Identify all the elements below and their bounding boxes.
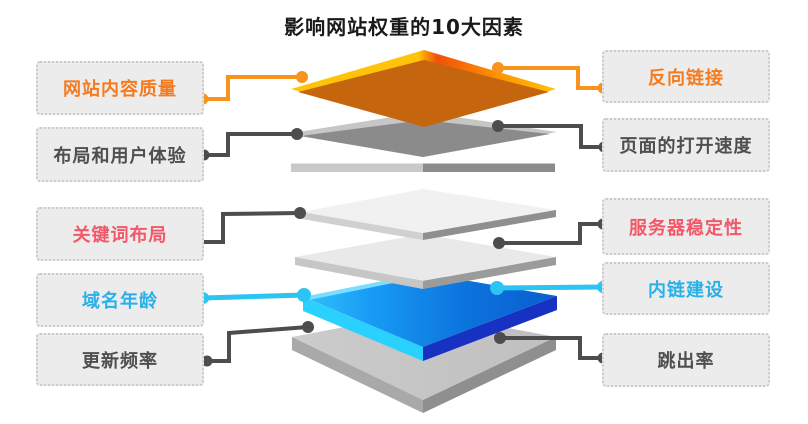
factor-update-frequency: 更新频率 bbox=[36, 333, 204, 386]
dot-layer-page-speed bbox=[492, 120, 504, 132]
blue-layer-edge-right bbox=[423, 296, 557, 361]
factor-bounce-rate-label: 跳出率 bbox=[657, 351, 715, 372]
layer-thin-bar bbox=[291, 163, 555, 172]
white-lower-edge-right bbox=[423, 257, 556, 289]
dot-layer-keyword-layout bbox=[294, 207, 306, 219]
factor-domain-age: 域名年龄 bbox=[36, 273, 204, 327]
dot-box-update-frequency bbox=[201, 355, 213, 367]
page-title: 影响网站权重的10大因素 bbox=[284, 15, 524, 39]
white-upper-edge-left bbox=[302, 212, 423, 240]
factor-bounce-rate: 跳出率 bbox=[602, 333, 770, 387]
factor-content-quality: 网站内容质量 bbox=[36, 61, 204, 115]
dot-layer-bounce-rate bbox=[494, 332, 506, 344]
connector-backlinks bbox=[498, 66, 603, 90]
blue-layer-edge-left bbox=[303, 297, 423, 361]
dot-layer-server-stability bbox=[493, 237, 505, 249]
base-plate-edge-right bbox=[423, 337, 556, 413]
base-plate-edge-left bbox=[292, 337, 423, 413]
dot-layer-layout-ux bbox=[291, 128, 303, 140]
white-lower-edge-left bbox=[295, 257, 423, 289]
factor-backlinks-label: 反向链接 bbox=[648, 67, 724, 89]
dot-layer-domain-age bbox=[297, 288, 311, 302]
white-lower-face bbox=[295, 234, 556, 281]
factor-internal-links: 内链建设 bbox=[602, 262, 770, 315]
dot-layer-update-frequency bbox=[302, 321, 314, 333]
factor-update-frequency-label: 更新频率 bbox=[82, 350, 158, 372]
factor-page-speed-label: 页面的打开速度 bbox=[619, 136, 753, 157]
connector-content-quality bbox=[203, 75, 302, 101]
dot-layer-backlinks bbox=[492, 62, 504, 74]
factor-keyword-layout: 关键词布局 bbox=[36, 207, 204, 261]
factor-domain-age-label: 域名年龄 bbox=[82, 291, 158, 312]
connector-internal-links bbox=[496, 284, 604, 291]
white-upper-face bbox=[302, 189, 556, 233]
layer-orange bbox=[291, 50, 556, 127]
connector-layout-ux bbox=[204, 132, 297, 157]
layer-white-upper bbox=[302, 189, 556, 240]
factor-backlinks: 反向链接 bbox=[602, 50, 770, 103]
layer-white-lower bbox=[295, 234, 556, 289]
connector-update-frequency bbox=[207, 325, 309, 363]
factor-server-stability: 服务器稳定性 bbox=[602, 198, 770, 255]
white-upper-edge-right bbox=[423, 210, 556, 240]
dot-layer-content-quality bbox=[296, 71, 308, 83]
factor-page-speed: 页面的打开速度 bbox=[602, 118, 770, 172]
factor-keyword-layout-label: 关键词布局 bbox=[72, 225, 168, 246]
gray-layer-face bbox=[300, 120, 550, 157]
connector-server-stability bbox=[499, 222, 603, 245]
orange-layer-face bbox=[298, 60, 549, 127]
factor-content-quality-label: 网站内容质量 bbox=[63, 79, 177, 100]
connector-domain-age bbox=[202, 292, 305, 301]
factor-server-stability-label: 服务器稳定性 bbox=[629, 217, 743, 239]
dot-layer-internal-links bbox=[490, 281, 504, 295]
layer-gray bbox=[292, 112, 557, 157]
connector-page-speed bbox=[498, 124, 604, 149]
factor-internal-links-label: 内链建设 bbox=[648, 279, 724, 301]
factor-layout-ux-label: 布局和用户体验 bbox=[53, 145, 187, 167]
connectors-right bbox=[496, 66, 604, 360]
connector-bounce-rate bbox=[500, 336, 603, 360]
connector-keyword-layout bbox=[198, 211, 301, 244]
connectors-left bbox=[198, 75, 309, 363]
factor-layout-ux: 布局和用户体验 bbox=[36, 127, 204, 182]
